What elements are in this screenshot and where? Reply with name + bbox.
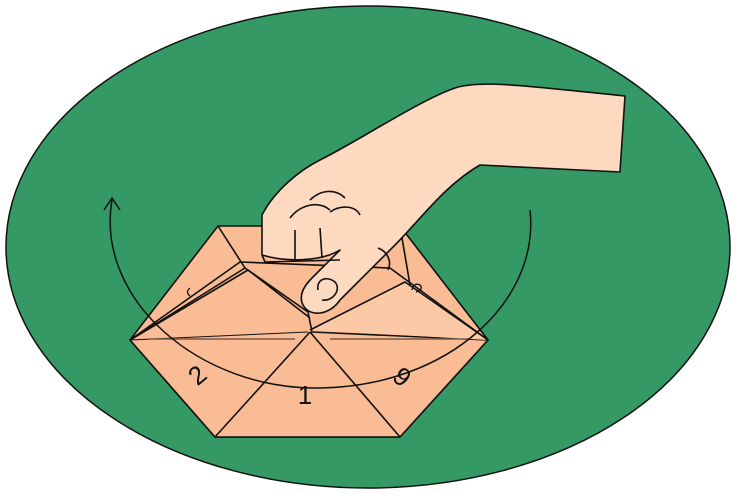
- face-label-1: 1: [298, 380, 312, 410]
- hexagon-paper: [129, 225, 489, 438]
- rotation-arrow: [103, 196, 532, 389]
- arrow-head-icon: [103, 196, 121, 211]
- hand: [261, 83, 626, 314]
